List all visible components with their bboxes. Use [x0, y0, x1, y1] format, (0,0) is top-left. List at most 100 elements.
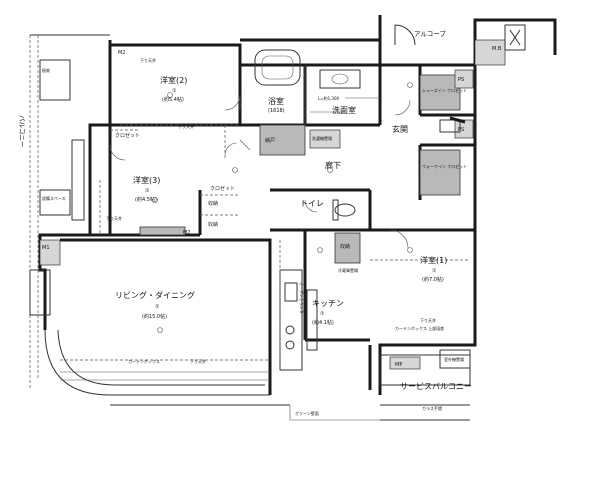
- room-kitchen-name: キッチン: [312, 299, 344, 308]
- burner-1: [285, 325, 295, 335]
- entrance-step: [439, 119, 461, 133]
- alcove-x-mark: [509, 29, 521, 46]
- storage-label-2: 収納: [208, 221, 218, 228]
- alcove-label: アルコーブ: [414, 29, 446, 38]
- bathtub-inner: [261, 55, 294, 80]
- door-western3: [109, 144, 126, 161]
- room-western3-mark: ①: [145, 188, 150, 194]
- room-living-size: (約15.0帖): [142, 313, 167, 320]
- alcove-box: [504, 24, 526, 51]
- mb-box: [474, 39, 506, 66]
- entrance-door-mark: [449, 116, 466, 124]
- mb-label: M.B: [492, 46, 502, 52]
- balcony-floor-lines: [60, 371, 270, 381]
- planter-box-1: [39, 59, 71, 101]
- alcove-door: [394, 24, 416, 46]
- room-bath-size: (1618): [268, 108, 285, 114]
- storage-door-area: [259, 124, 306, 156]
- balcony-curve: [44, 329, 270, 396]
- shoes-in-closet-area: [419, 74, 461, 111]
- washing-place-box: [309, 129, 341, 149]
- room-western2-name: 洋室(2): [160, 75, 187, 85]
- light-fixtures: [152, 82, 413, 333]
- room-western2-mark: ①: [172, 88, 177, 94]
- walkin-closet-area: [419, 149, 461, 196]
- m2-label-top: M2: [118, 50, 126, 56]
- mp-box: [389, 356, 421, 370]
- storage-door-label: 納戸: [265, 137, 275, 144]
- room-hallway-name: 廊下: [325, 160, 341, 170]
- ps-label: PS: [458, 77, 464, 83]
- door-hall: [224, 139, 251, 156]
- ceiling-down-label-3: 下り天井: [178, 123, 194, 129]
- walkin-closet-label: ウォークイン クロゼット: [422, 163, 467, 169]
- ps-box: [454, 69, 474, 89]
- door-western2: [224, 94, 241, 111]
- refrigerator-label: 冷蔵庫置場: [338, 267, 358, 273]
- closet-label-1: クロゼット: [115, 132, 140, 139]
- green-wall-label: グリーン壁面: [295, 410, 319, 416]
- room-western2-size: (約5.4帖): [162, 96, 184, 103]
- room-western3-name: 洋室(3): [133, 175, 160, 185]
- closet-dashes: [110, 125, 240, 216]
- kitchen-walls: [303, 230, 370, 342]
- storage-label-3: 収納: [340, 243, 350, 250]
- outer-wall-left: [38, 38, 380, 395]
- closet-label-2: クロゼット: [210, 185, 235, 192]
- room-washroom-name: 洗面室: [332, 105, 356, 115]
- curtain-box-label: カーテンボックス: [128, 358, 160, 364]
- room-entrance-name: 玄関: [392, 124, 408, 134]
- service-balcony-box: [379, 354, 471, 386]
- balcony-unit: [71, 139, 85, 221]
- room-toilet-name: トイレ: [300, 199, 324, 208]
- ceiling-down-label-2: 下り天井: [140, 57, 156, 63]
- green-wall-line: [289, 405, 380, 421]
- shoes-in-closet-label: シューズイン クロゼット: [422, 87, 467, 93]
- room-kitchen-mark: ①: [320, 311, 325, 317]
- room-western1-mark: ①: [432, 268, 437, 274]
- glass-rail-label: ガラス手摺: [422, 405, 442, 411]
- washroom-walls: [305, 63, 382, 127]
- room-bath-name: 浴室: [268, 96, 284, 106]
- wash-fixture-lines: [304, 65, 380, 125]
- ceiling-down-label-1: 下り天井: [190, 358, 206, 364]
- room-service-balcony-name: サービスバルコニー: [400, 382, 472, 391]
- door-western1: [389, 229, 409, 249]
- m2-label-mid: M2: [183, 230, 191, 236]
- burner-2: [285, 340, 295, 350]
- counter-label: オープンカウンター: [299, 282, 305, 318]
- toilet-fixture: [334, 203, 356, 217]
- room-living-mark: ①: [155, 304, 160, 310]
- planter-box-3: [29, 269, 51, 316]
- toilet-walls: [270, 188, 475, 232]
- door-washroom: [394, 99, 411, 116]
- mp-label: MP: [395, 362, 402, 368]
- washing-place-label: 洗濯機置場: [312, 135, 332, 141]
- balcony-curve-inner: [57, 329, 265, 386]
- equip-label: 設備スペース: [42, 195, 66, 201]
- room-unit-heater-label: 室外機置場: [444, 356, 464, 362]
- room-kitchen-size: (約4.1帖): [312, 319, 334, 326]
- sink: [284, 282, 298, 302]
- equipment-box: [39, 239, 61, 266]
- kitchen-storage-area: [334, 232, 361, 264]
- ceiling-down-lines: [60, 124, 470, 361]
- glass-rail-lines: [110, 404, 470, 421]
- bathtub: [254, 49, 301, 86]
- basin-bowl: [331, 73, 349, 85]
- room-living-name: リビング・ダイニング: [115, 290, 195, 300]
- room-western1-size: (約7.0帖): [422, 276, 444, 283]
- kitchen-back-counter: [306, 289, 318, 351]
- toilet-tank: [332, 199, 339, 221]
- balcony-outline: [29, 35, 39, 390]
- service-unit: [439, 349, 471, 369]
- curtain-box-lower-label: カーテンボックス 上部段差: [395, 325, 444, 331]
- kitchen-counter: [279, 269, 303, 371]
- curtain-strip-area: [139, 226, 186, 236]
- ps-label-2: PS: [458, 127, 464, 133]
- room-western3-size: (約4.5帖): [135, 196, 157, 203]
- planting-label: 植栽: [42, 67, 50, 73]
- ceiling-down-label-4: 下り天井: [106, 215, 122, 221]
- storage-label-1: 収納: [208, 200, 218, 207]
